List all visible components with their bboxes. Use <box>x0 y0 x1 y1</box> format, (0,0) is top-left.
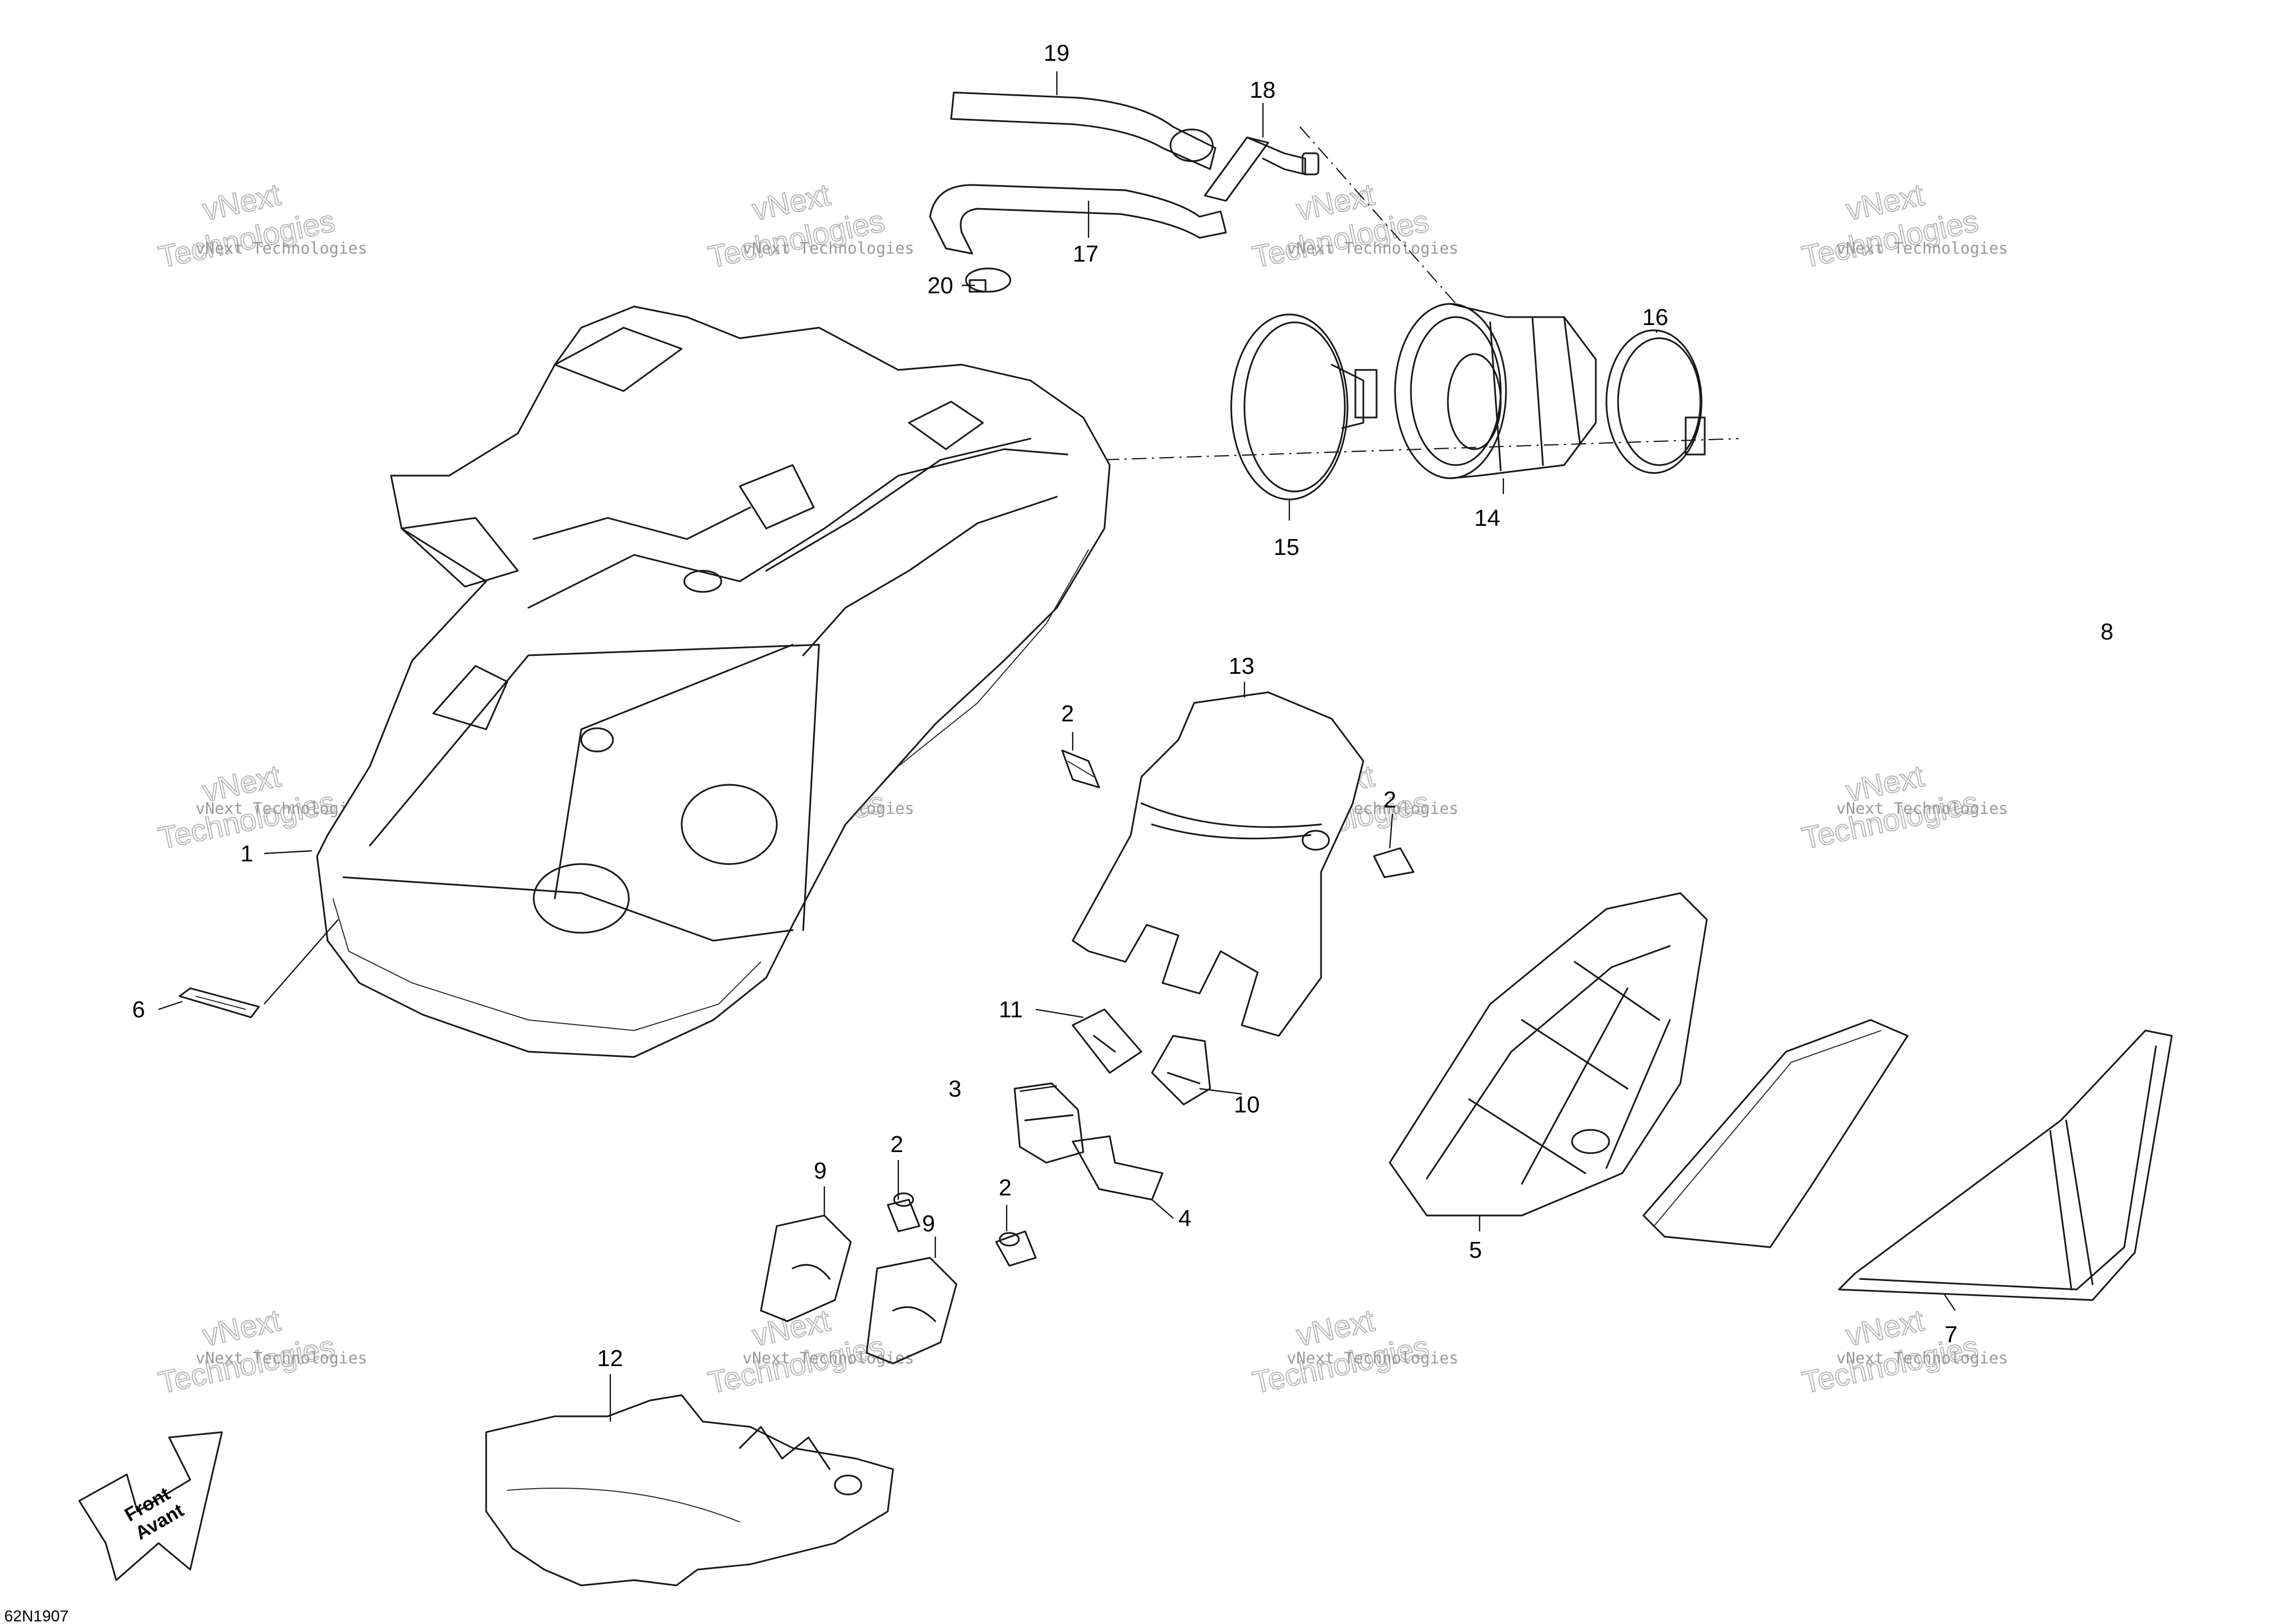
callout-9: 9 <box>814 1158 826 1184</box>
watermark: vNext Technologies <box>705 1303 888 1401</box>
callout-8: 8 <box>2100 619 2113 645</box>
callout-15: 15 <box>1274 534 1299 560</box>
callout-2: 2 <box>1383 787 1396 813</box>
filter-cage <box>1389 892 1708 1217</box>
gasket-frame <box>1838 1029 2173 1301</box>
callout-2: 2 <box>999 1175 1011 1201</box>
breather-hose-19 <box>950 91 1216 170</box>
hose-clamp-16 <box>1605 329 1706 474</box>
callout-20: 20 <box>927 273 953 299</box>
svg-text:vNext Technologies: vNext Technologies <box>1836 1349 2008 1368</box>
callout-11: 11 <box>999 997 1023 1023</box>
callout-13: 13 <box>1229 653 1254 679</box>
callout-18: 18 <box>1250 77 1276 103</box>
clip-2c <box>887 1192 921 1232</box>
callout-2: 2 <box>890 1131 903 1157</box>
watermark: vNext Technologies <box>1799 177 1982 275</box>
svg-text:vNext Technologies: vNext Technologies <box>1836 239 2008 258</box>
airbox-housing <box>316 305 1111 1058</box>
svg-text:vNext Technologies: vNext Technologies <box>1836 800 2008 818</box>
breather-hose-17 <box>929 184 1227 255</box>
small-clamp <box>965 267 1011 293</box>
bracket-11 <box>1072 1008 1142 1074</box>
callout-12: 12 <box>597 1345 623 1371</box>
callout-4: 4 <box>1178 1205 1191 1231</box>
clip-2b <box>1373 847 1415 878</box>
callout-7: 7 <box>1945 1322 1957 1348</box>
svg-text:vNext Technologies: vNext Technologies <box>742 239 914 258</box>
callout-16: 16 <box>1642 304 1668 330</box>
callout-19: 19 <box>1044 40 1070 66</box>
svg-text:vNext Technologies: vNext Technologies <box>196 1349 367 1368</box>
callout-5: 5 <box>1469 1237 1482 1263</box>
elbow-fitting <box>1204 136 1319 202</box>
svg-text:vNext Technologies: vNext Technologies <box>196 239 367 258</box>
heat-shield-9b <box>866 1257 958 1365</box>
leader-lines <box>158 71 1956 1422</box>
watermark: vNext Technologies <box>155 1303 339 1401</box>
watermark: vNext Technologies <box>705 177 888 275</box>
diagram-code: 62N1907 <box>4 1608 69 1624</box>
heat-shield-12 <box>485 1394 894 1586</box>
clip-2d <box>995 1230 1037 1267</box>
heat-shield-13 <box>1072 691 1364 1037</box>
callout-9: 9 <box>922 1211 935 1237</box>
heat-shield-9a <box>760 1214 852 1322</box>
svg-text:vNext Technologies: vNext Technologies <box>742 1349 914 1368</box>
svg-text:vNext Technologies: vNext Technologies <box>1287 1349 1458 1368</box>
watermark: vNext Technologies <box>1249 177 1433 275</box>
callout-2: 2 <box>1061 701 1074 727</box>
filter-element <box>1642 1019 1909 1248</box>
clip-2a <box>1061 749 1100 788</box>
bracket-10 <box>1151 1035 1211 1106</box>
callout-17: 17 <box>1073 241 1099 267</box>
callout-1: 1 <box>240 841 253 867</box>
decal-label <box>179 987 260 1018</box>
damper-3 <box>1014 1082 1084 1164</box>
hose-clamp-15 <box>1230 313 1378 500</box>
callout-3: 3 <box>949 1076 961 1102</box>
bracket-4 <box>1072 1135 1164 1201</box>
callout-6: 6 <box>132 997 145 1023</box>
intake-adapter <box>1394 303 1597 479</box>
front-direction-arrow: Front Avant <box>78 1431 223 1581</box>
svg-text:vNext Technologies: vNext Technologies <box>196 800 367 818</box>
callout-10: 10 <box>1234 1092 1260 1118</box>
callout-14: 14 <box>1474 505 1500 531</box>
callouts: 1 2 2 2 2 3 4 5 6 7 8 9 9 10 11 12 13 14… <box>132 40 2113 1371</box>
svg-text:vNext Technologies: vNext Technologies <box>1287 239 1458 258</box>
assembly-axis <box>1104 126 1739 461</box>
watermark: vNext Technologies <box>1249 1303 1433 1401</box>
watermark: vNext Technologies <box>155 177 339 275</box>
